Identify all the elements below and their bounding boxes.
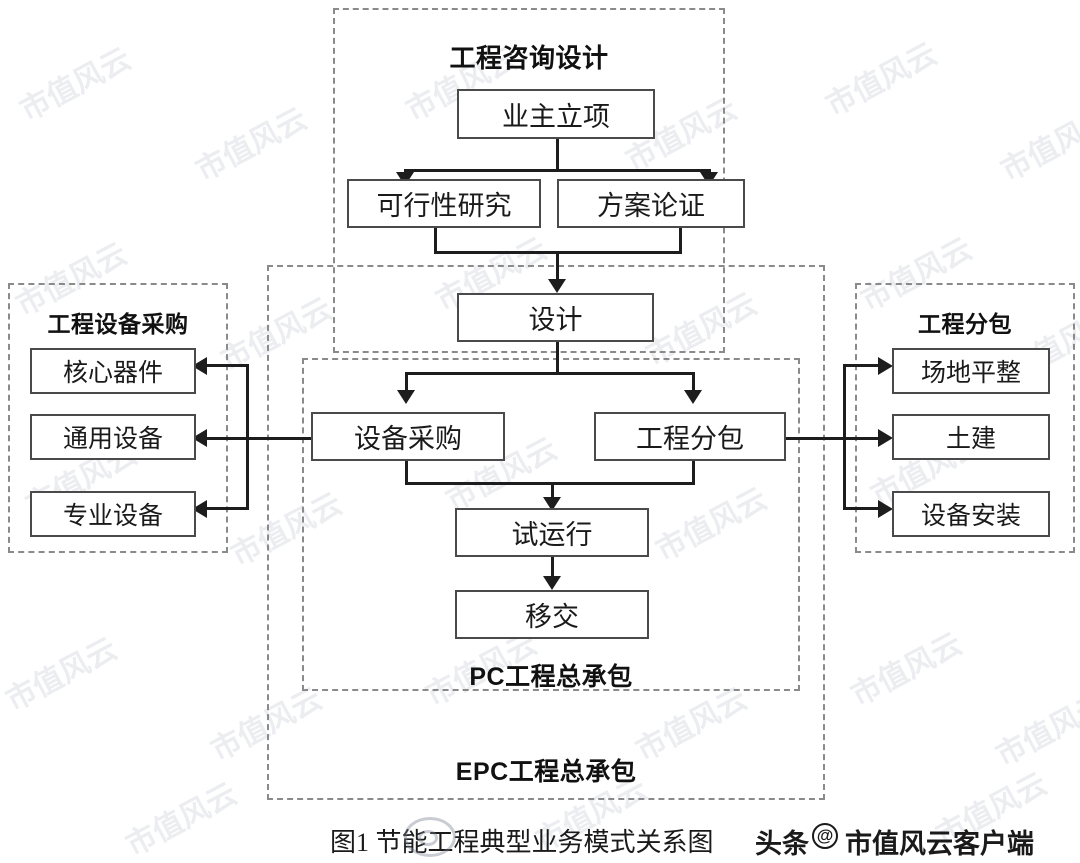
connector-equipment-bus-vertical xyxy=(246,364,249,510)
connector-design-down xyxy=(556,341,559,374)
connector-equipment-bus-horizontal xyxy=(196,437,312,440)
connector-split-bar-mid xyxy=(405,372,695,375)
arrowhead-to-trial-run xyxy=(543,497,561,511)
group-pc-general-contracting xyxy=(302,358,800,691)
connector-split-bar-top xyxy=(404,169,711,172)
arrowhead-to-design xyxy=(548,279,566,293)
watermark: 市值风云 xyxy=(0,632,123,718)
watermark: 市值风云 xyxy=(120,777,243,863)
connector-equipment-down xyxy=(405,460,408,484)
node-scheme-demonstration[interactable]: 方案论证 xyxy=(557,179,745,228)
figure-caption: 图1 节能工程典型业务模式关系图 xyxy=(330,828,714,857)
arrowhead-to-engineering-subcontract xyxy=(684,390,702,404)
watermark: 市值风云 xyxy=(995,102,1080,188)
node-feasibility-study[interactable]: 可行性研究 xyxy=(347,179,541,228)
arrowhead-to-equipment-installation xyxy=(878,500,893,518)
connector-equipment-bus-to-special xyxy=(196,507,249,510)
node-design[interactable]: 设计 xyxy=(457,293,654,342)
connector-equipment-bus-to-core xyxy=(196,364,249,367)
watermark: 市值风云 xyxy=(845,627,968,713)
connector-merge-to-design xyxy=(556,251,559,284)
group-equipment-procurement xyxy=(8,283,228,553)
arrowhead-to-handover xyxy=(543,576,561,590)
connector-split-right-drop-2 xyxy=(692,372,695,394)
arrowhead-to-civil-works xyxy=(878,429,893,447)
node-general-equipment[interactable]: 通用设备 xyxy=(30,414,196,460)
watermark: 市值风云 xyxy=(990,687,1080,773)
arrowhead-to-site-leveling xyxy=(878,357,893,375)
node-handover[interactable]: 移交 xyxy=(455,590,649,639)
node-owner-project-initiation[interactable]: 业主立项 xyxy=(457,89,655,139)
connector-feasibility-down xyxy=(434,227,437,253)
node-core-components[interactable]: 核心器件 xyxy=(30,348,196,394)
connector-subcontract-bus-to-install xyxy=(843,507,885,510)
connector-merge-bar-trial xyxy=(405,482,695,485)
group-consulting-title: 工程咨询设计 xyxy=(449,43,609,73)
watermark: 市值风云 xyxy=(190,102,313,188)
group-equipment-procurement-title: 工程设备采购 xyxy=(47,311,189,337)
group-subcontracting-title: 工程分包 xyxy=(918,311,1012,337)
node-special-equipment[interactable]: 专业设备 xyxy=(30,491,196,537)
node-equipment-purchase[interactable]: 设备采购 xyxy=(311,412,505,461)
node-engineering-subcontract[interactable]: 工程分包 xyxy=(594,412,786,461)
connector-merge-to-trial xyxy=(551,482,554,502)
brand-account-name: 市值风云客户端 xyxy=(845,829,1034,859)
at-sign-icon: @ xyxy=(812,823,838,849)
connector-subcontract-bus-vertical xyxy=(843,364,846,510)
connector-owner-to-split xyxy=(556,138,559,171)
group-subcontracting xyxy=(855,283,1075,553)
node-site-leveling[interactable]: 场地平整 xyxy=(892,348,1050,394)
connector-split-left-drop-2 xyxy=(405,372,408,394)
brand-prefix: 头条 xyxy=(755,829,809,859)
group-epc-title: EPC工程总承包 xyxy=(455,758,637,786)
watermark: 市值风云 xyxy=(820,37,943,123)
connector-subcontract-down xyxy=(692,460,695,484)
connector-subcontract-bus-to-site xyxy=(843,364,885,367)
group-epc-general-contracting xyxy=(267,265,825,800)
connector-subcontract-bus-horizontal xyxy=(785,437,885,440)
node-equipment-installation[interactable]: 设备安装 xyxy=(892,491,1050,537)
group-pc-title: PC工程总承包 xyxy=(469,663,633,691)
connector-scheme-down xyxy=(679,227,682,253)
arrowhead-to-equipment-purchase xyxy=(397,390,415,404)
connector-trial-to-handover xyxy=(551,556,554,581)
watermark: 市值风云 xyxy=(14,42,137,128)
node-trial-run[interactable]: 试运行 xyxy=(455,508,649,557)
node-civil-works[interactable]: 土建 xyxy=(892,414,1050,460)
